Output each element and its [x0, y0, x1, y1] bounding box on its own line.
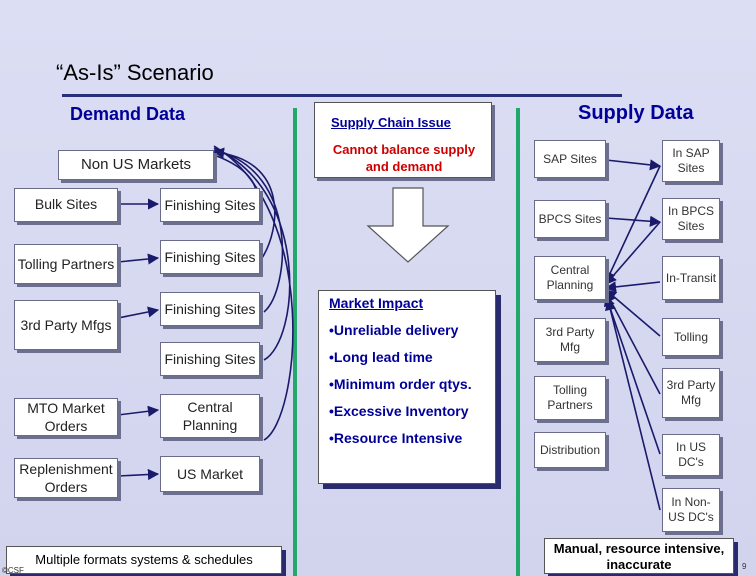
finishing-sites-box-3: Finishing Sites [160, 292, 260, 326]
supply-chain-issue-text: Cannot balance supply and demand [332, 142, 476, 174]
bulk-sites-box: Bulk Sites [14, 188, 118, 222]
tolling-partners-box: Tolling Partners [14, 244, 118, 284]
mto-market-orders-box: MTO Market Orders [14, 398, 118, 436]
impact-item: •Resource Intensive [329, 430, 463, 446]
page-number: 9 [742, 562, 747, 571]
finishing-sites-box-4: Finishing Sites [160, 342, 260, 376]
divider-left [293, 108, 297, 576]
supply-chain-issue-heading: Supply Chain Issue [331, 115, 451, 130]
bpcs-sites-box: BPCS Sites [534, 200, 606, 238]
impact-item: •Minimum order qtys. [329, 376, 472, 392]
sap-sites-box: SAP Sites [534, 140, 606, 178]
market-impact-box: Market Impact •Unreliable delivery •Long… [318, 290, 496, 484]
tolling-partners-supply-box: Tolling Partners [534, 376, 606, 420]
in-us-dcs-box: In US DC's [662, 434, 720, 476]
market-impact-heading: Market Impact [329, 295, 424, 311]
distribution-box: Distribution [534, 432, 606, 468]
in-sap-sites-box: In SAP Sites [662, 140, 720, 182]
multiple-formats-note: Multiple formats systems & schedules [6, 546, 282, 574]
third-party-mfg-supply-box: 3rd Party Mfg [534, 318, 606, 362]
supply-chain-issue-box: Supply Chain Issue Cannot balance supply… [314, 102, 492, 178]
manual-resource-note: Manual, resource intensive, inaccurate [544, 538, 734, 574]
divider-right [516, 108, 520, 576]
title-underline [62, 94, 622, 97]
non-us-markets-box: Non US Markets [58, 150, 214, 180]
finishing-sites-box-1: Finishing Sites [160, 188, 260, 222]
demand-data-header: Demand Data [70, 104, 186, 124]
us-market-box: US Market [160, 456, 260, 492]
arrow-3rdparty-to-finishing [117, 306, 160, 319]
third-party-mfgs-box: 3rd Party Mfgs [14, 300, 118, 350]
slide-title: “As-Is” Scenario [56, 60, 214, 85]
finishing-sites-box-2: Finishing Sites [160, 240, 260, 274]
footer-copyright: ©CSF [2, 566, 24, 575]
down-arrow-shape [366, 187, 450, 263]
replenishment-orders-box: Replenishment Orders [14, 458, 118, 498]
in-transit-box: In-Transit [662, 256, 720, 300]
impact-item: •Long lead time [329, 349, 433, 365]
impact-item: •Unreliable delivery [329, 322, 459, 338]
arrow-replenishment-to-usmarket [117, 468, 160, 481]
central-planning-box: Central Planning [160, 394, 260, 438]
arrow-mto-to-planning [117, 405, 160, 417]
tolling-supply-box: Tolling [662, 318, 720, 356]
in-non-us-dcs-box: In Non-US DC's [662, 488, 720, 532]
supply-data-header: Supply Data [578, 102, 694, 124]
impact-item: •Excessive Inventory [329, 403, 469, 419]
arrow-tolling-to-finishing [117, 253, 160, 265]
central-planning-supply-box: Central Planning [534, 256, 606, 300]
in-bpcs-sites-box: In BPCS Sites [662, 198, 720, 240]
third-party-mfg-right-box: 3rd Party Mfg [662, 368, 720, 418]
